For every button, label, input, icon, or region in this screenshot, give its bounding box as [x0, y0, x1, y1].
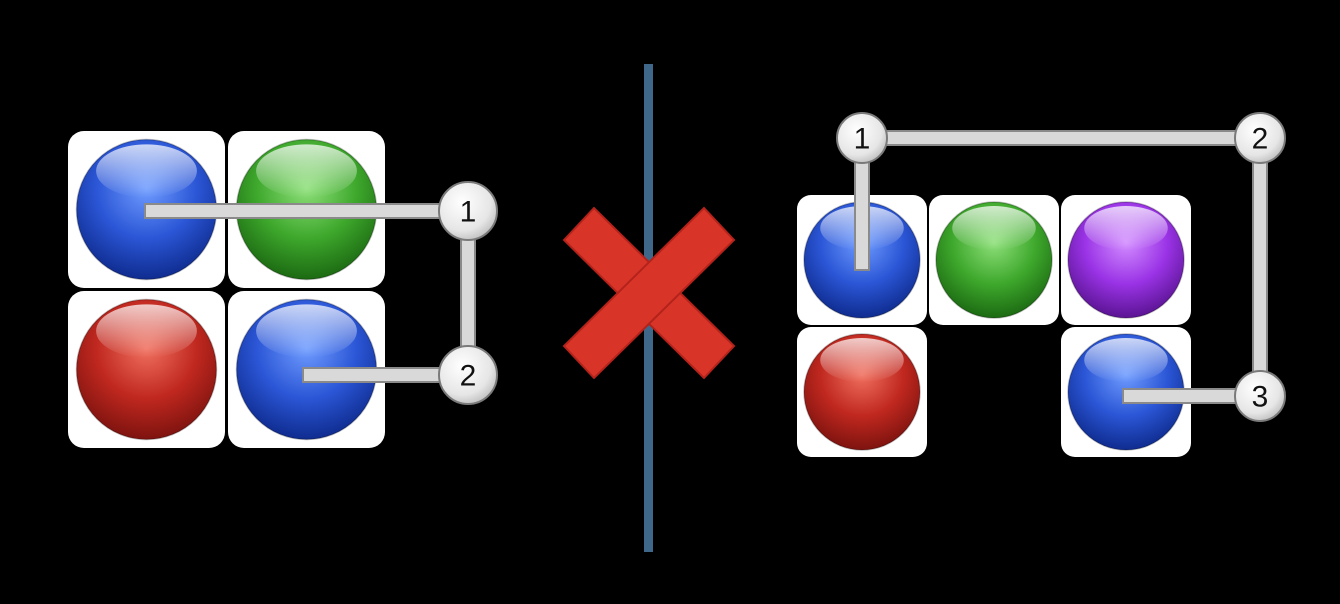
- left-marker-group: 12: [438, 181, 498, 405]
- ball-purple: [1067, 201, 1185, 319]
- marker-2: 2: [1234, 112, 1286, 164]
- left-connector-path: [144, 203, 476, 383]
- marker-label: 2: [460, 360, 477, 393]
- ball-green: [935, 201, 1053, 319]
- marker-label: 1: [854, 123, 871, 156]
- left-board: 12: [68, 131, 498, 448]
- left-tile-grid: [68, 131, 385, 448]
- marker-label: 2: [1252, 123, 1269, 156]
- tile[interactable]: [1061, 195, 1191, 325]
- tile[interactable]: [68, 291, 225, 448]
- tile[interactable]: [797, 327, 927, 457]
- marker-label: 1: [460, 196, 477, 229]
- ball-red: [75, 298, 218, 441]
- right-marker-group: 1 2 3: [836, 112, 1286, 422]
- ball-red: [803, 333, 921, 451]
- marker-3: 3: [1234, 370, 1286, 422]
- marker-1: 1: [836, 112, 888, 164]
- marker-label: 3: [1252, 381, 1269, 414]
- connector-line: [146, 205, 474, 381]
- cross-icon: [562, 206, 736, 380]
- marker-2: 2: [438, 345, 498, 405]
- divider: [562, 64, 736, 552]
- marker-1: 1: [438, 181, 498, 241]
- right-board: 1 2 3: [797, 112, 1286, 457]
- tile[interactable]: [929, 195, 1059, 325]
